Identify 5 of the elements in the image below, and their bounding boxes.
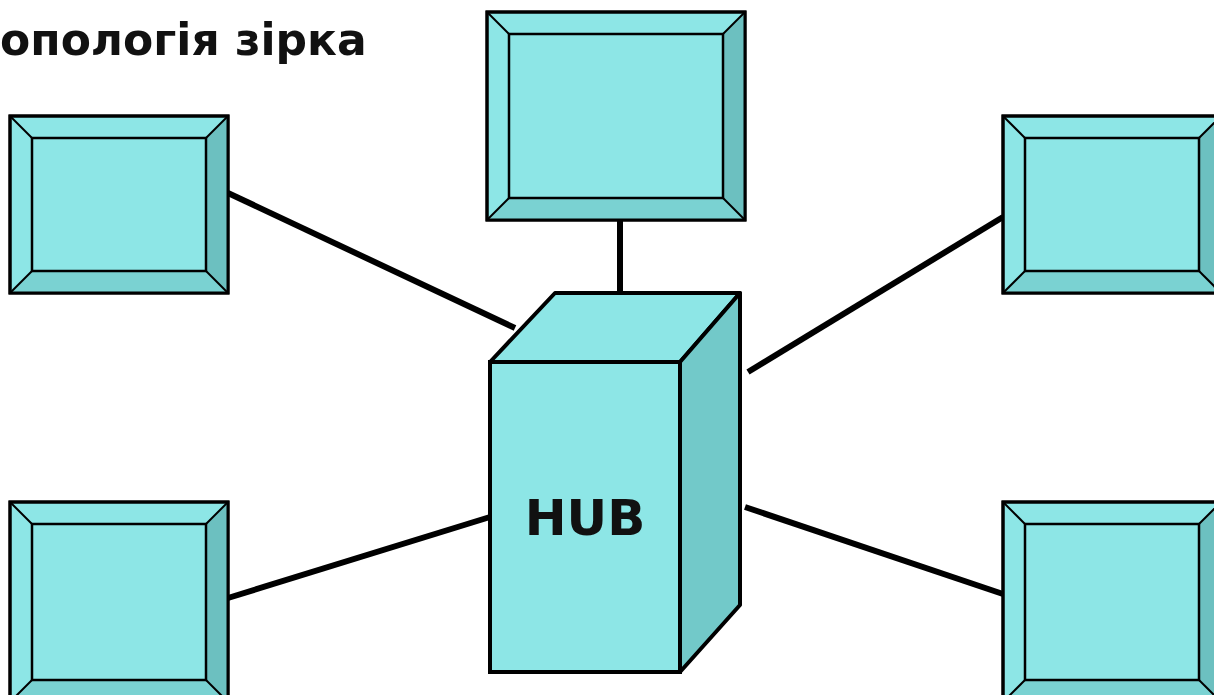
diagram-title: опологія зірка (0, 14, 367, 65)
hub-label: HUB (523, 489, 647, 547)
connector-line (744, 504, 1004, 597)
connector-line (227, 514, 491, 601)
connector-line (617, 220, 623, 293)
